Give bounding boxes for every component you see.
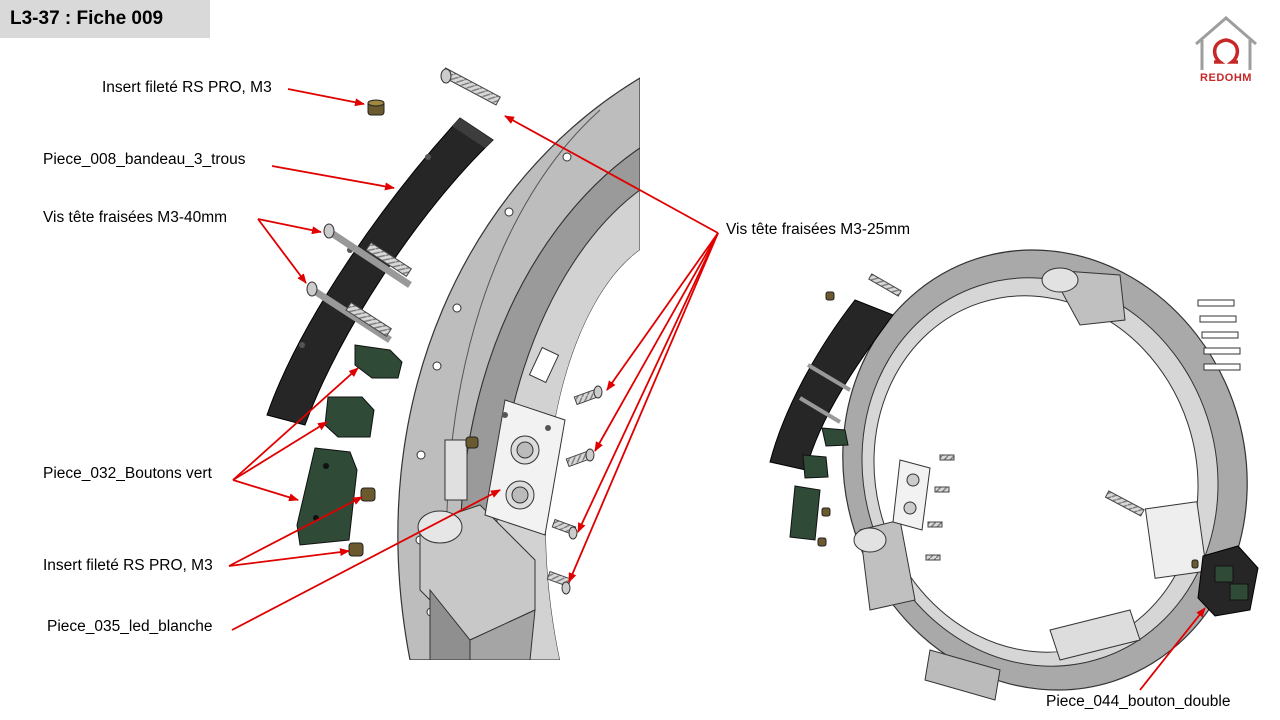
redohm-logo: REDOHM <box>1190 14 1262 88</box>
double-button-part <box>1191 545 1259 617</box>
label-bouton-double: Piece_044_bouton_double <box>1046 693 1231 710</box>
label-vis-25: Vis tête fraisées M3-25mm <box>726 221 911 238</box>
label-led: Piece_035_led_blanche <box>47 618 213 635</box>
label-boutons-vert: Piece_032_Boutons vert <box>43 465 212 482</box>
slide-title-box: L3-37 : Fiche 009 <box>0 0 210 38</box>
right-assembled-view <box>769 249 1259 701</box>
logo-text: REDOHM <box>1200 72 1252 84</box>
black-bandeau <box>266 117 494 426</box>
label-insert-top: Insert fileté RS PRO, M3 <box>102 79 272 96</box>
led-holder-plate <box>484 399 566 536</box>
label-insert-bottom: Insert fileté RS PRO, M3 <box>43 557 213 574</box>
rim-grille <box>1197 299 1241 371</box>
screws-m3-25-right <box>546 385 603 595</box>
label-bandeau: Piece_008_bandeau_3_trous <box>43 151 246 168</box>
left-exploded-view <box>397 77 640 660</box>
inserts-bottom <box>348 436 479 557</box>
label-vis-40: Vis tête fraisées M3-40mm <box>43 209 228 226</box>
insert-top <box>367 99 385 116</box>
slide-title: L3-37 : Fiche 009 <box>10 8 164 29</box>
callout-arrows <box>228 88 1206 691</box>
screw-top-m3-25 <box>440 67 501 106</box>
screws-m3-40 <box>306 223 412 343</box>
omega-house-icon <box>1195 16 1257 70</box>
hinge-cylinder <box>417 504 536 660</box>
